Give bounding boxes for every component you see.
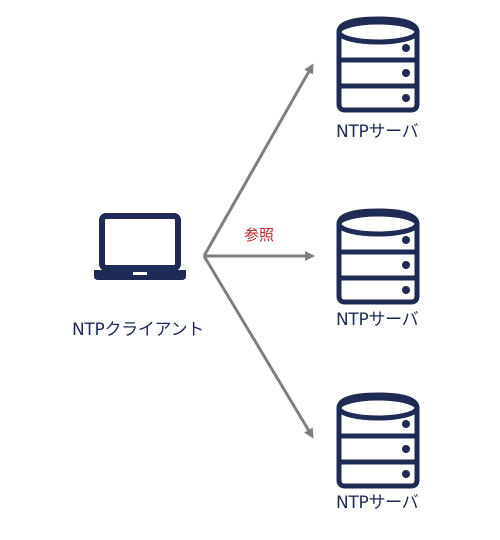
server-label-3: NTPサーバ xyxy=(336,493,419,513)
arrow-to-server-1 xyxy=(202,63,314,257)
server-icon-2 xyxy=(336,208,420,305)
server-label-1: NTPサーバ xyxy=(336,122,419,142)
client-label: NTPクライアント xyxy=(72,320,204,340)
server-icon-3 xyxy=(336,392,420,489)
server-icon-1 xyxy=(336,16,420,113)
reference-label: 参照 xyxy=(244,226,275,244)
laptop-icon xyxy=(94,213,186,280)
server-label-2: NTPサーバ xyxy=(336,310,419,330)
arrow-to-server-3 xyxy=(202,255,314,439)
